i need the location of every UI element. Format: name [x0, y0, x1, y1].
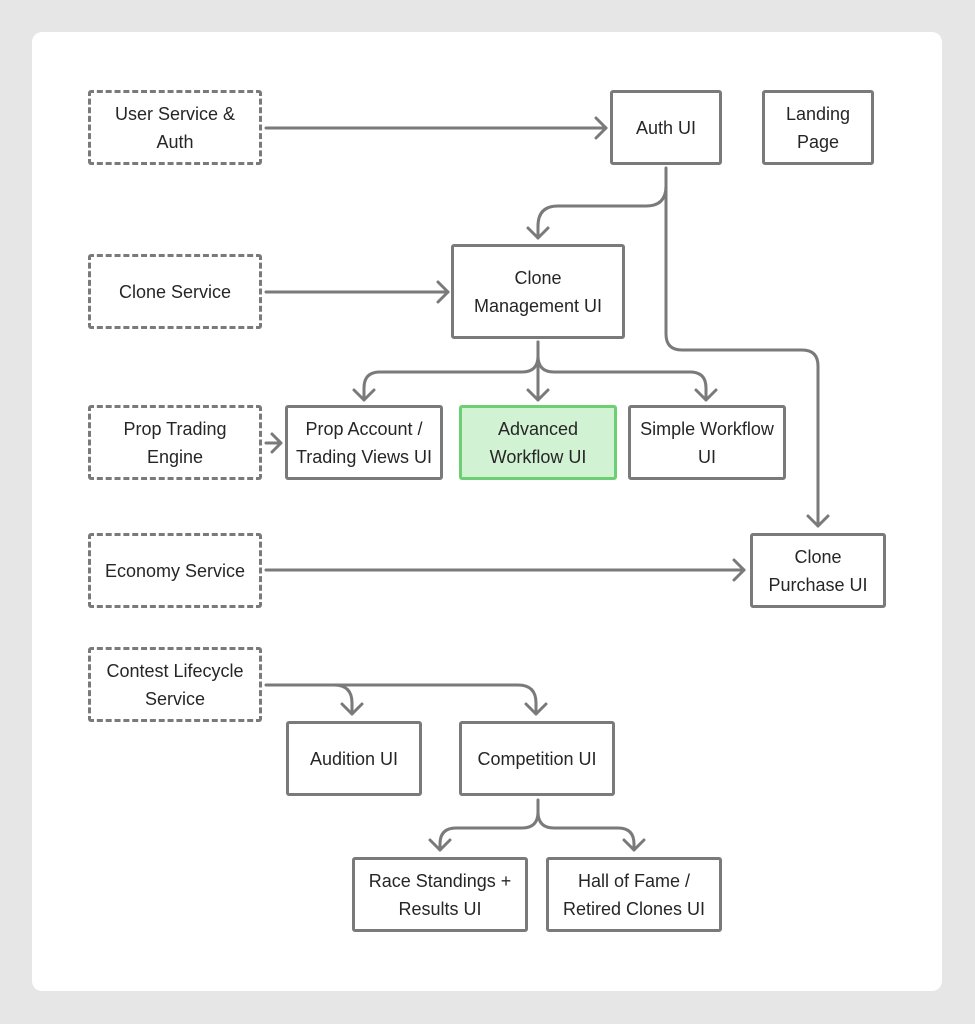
node-audition-ui: Audition UI — [286, 721, 422, 796]
node-label: Clone Service — [118, 281, 232, 302]
node-economy-service: Economy Service — [88, 533, 262, 608]
node-label: Economy Service — [104, 560, 246, 581]
node-label: Prop Account / Trading Views UI — [295, 418, 433, 467]
node-clone-service: Clone Service — [88, 254, 262, 329]
node-label: Prop Trading Engine — [123, 418, 227, 467]
node-label: Hall of Fame / Retired Clones UI — [562, 870, 706, 919]
node-label: User Service & Auth — [114, 103, 236, 152]
node-label: Competition UI — [477, 748, 597, 769]
node-competition-ui: Competition UI — [459, 721, 615, 796]
diagram-canvas — [32, 32, 942, 991]
node-prop-trading-engine: Prop Trading Engine — [88, 405, 262, 480]
node-simple-workflow-ui: Simple Workflow UI — [628, 405, 786, 480]
node-label: Simple Workflow UI — [640, 418, 774, 467]
node-race-standings-ui: Race Standings + Results UI — [352, 857, 528, 932]
node-label: Contest Lifecycle Service — [106, 660, 244, 709]
node-contest-lifecycle-service: Contest Lifecycle Service — [88, 647, 262, 722]
node-hall-of-fame-ui: Hall of Fame / Retired Clones UI — [546, 857, 722, 932]
node-label: Landing Page — [785, 103, 851, 152]
node-label: Auth UI — [635, 117, 697, 138]
node-label: Clone Management UI — [473, 267, 603, 316]
node-label: Audition UI — [309, 748, 399, 769]
node-clone-management-ui: Clone Management UI — [451, 244, 625, 339]
node-label: Clone Purchase UI — [768, 546, 868, 595]
node-clone-purchase-ui: Clone Purchase UI — [750, 533, 886, 608]
node-user-service-auth: User Service & Auth — [88, 90, 262, 165]
node-advanced-workflow-ui: Advanced Workflow UI — [459, 405, 617, 480]
node-label: Advanced Workflow UI — [489, 418, 587, 467]
node-auth-ui: Auth UI — [610, 90, 722, 165]
node-landing-page: Landing Page — [762, 90, 874, 165]
node-prop-account-ui: Prop Account / Trading Views UI — [285, 405, 443, 480]
node-label: Race Standings + Results UI — [368, 870, 512, 919]
